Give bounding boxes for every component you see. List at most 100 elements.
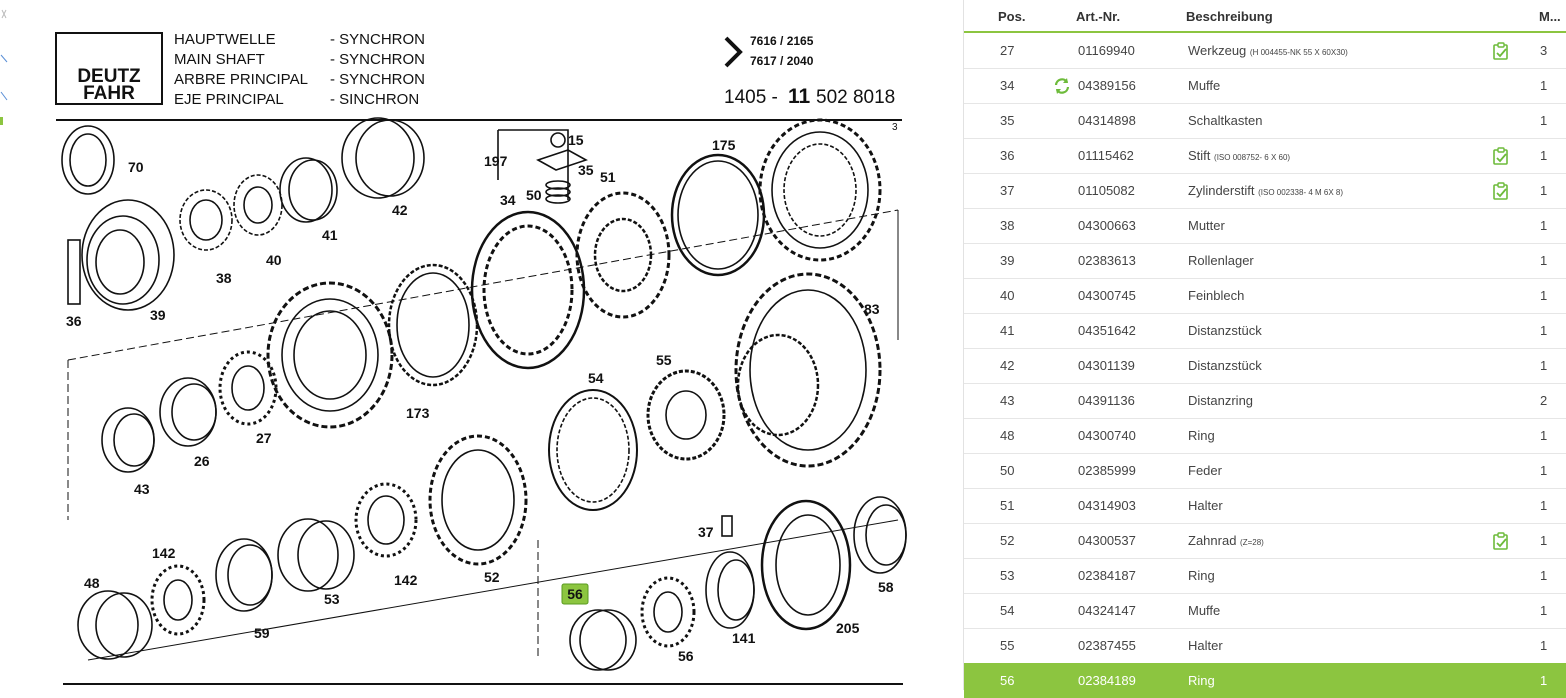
desc-text: Rollenlager <box>1188 253 1254 268</box>
callout-55: 55 <box>656 352 672 368</box>
desc-text: Feinblech <box>1188 288 1245 303</box>
desc-text: Stift <box>1188 148 1211 163</box>
part-code: 1405 - 11 502 8018 <box>724 85 895 108</box>
document-check-icon[interactable] <box>1492 147 1510 165</box>
cell-desc: Stift (ISO 008752- 6 X 60) <box>1188 148 1290 163</box>
cell-pos: 35 <box>1000 113 1015 128</box>
diagram-titles: HAUPTWELLE - SYNCHRON MAIN SHAFT - SYNCH… <box>174 31 425 108</box>
cell-art: 04300663 <box>1078 218 1136 233</box>
document-check-icon[interactable] <box>1492 532 1510 550</box>
document-check-icon[interactable] <box>1492 42 1510 60</box>
cell-desc: Distanzstück <box>1188 323 1262 338</box>
callout-15: 15 <box>568 132 584 148</box>
callout-205: 141 <box>732 630 756 646</box>
exploded-parts-diagram[interactable]: DEUTZ FAHR HAUPTWELLE - SYNCHRON MAIN SH… <box>8 0 960 690</box>
desc-note: (Z=28) <box>1240 538 1264 547</box>
cell-art: 04389156 <box>1078 78 1136 93</box>
callout-142b: 142 <box>394 572 418 588</box>
cell-art: 02383613 <box>1078 253 1136 268</box>
header-art[interactable]: Art.-Nr. <box>1076 9 1121 24</box>
cell-qty: 1 <box>1540 323 1548 338</box>
cell-pos: 50 <box>1000 463 1015 478</box>
cell-art: 02384187 <box>1078 568 1136 583</box>
callout-54: 54 <box>588 370 604 386</box>
cell-desc: Ring <box>1188 428 1215 443</box>
table-row[interactable]: 36 01115462 Stift (ISO 008752- 6 X 60) 1 <box>964 138 1566 174</box>
part-code-bold: 11 <box>788 85 811 108</box>
title-type-2: - SYNCHRON <box>330 51 425 68</box>
callout-175: 175 <box>712 137 736 153</box>
cell-pos: 54 <box>1000 603 1015 618</box>
callout-197: 197 <box>484 153 508 169</box>
cell-desc: Rollenlager <box>1188 253 1254 268</box>
table-row[interactable]: 54 04324147 Muffe 1 <box>964 593 1566 629</box>
table-row[interactable]: 50 02385999 Feder 1 <box>964 453 1566 489</box>
cell-desc: Feinblech <box>1188 288 1244 303</box>
document-check-icon[interactable] <box>1492 182 1510 200</box>
cell-art: 01105082 <box>1078 183 1135 198</box>
part-code-prefix: 1405 - <box>724 87 778 108</box>
desc-text: Zylinderstift <box>1188 183 1255 198</box>
header-pos[interactable]: Pos. <box>998 9 1026 24</box>
cell-desc: Muffe <box>1188 603 1220 618</box>
callout-56: 56 <box>567 586 583 602</box>
callout-173: 173 <box>406 405 430 421</box>
header-qty[interactable]: M... <box>1539 9 1561 24</box>
cell-pos: 40 <box>1000 288 1015 303</box>
cell-pos: 42 <box>1000 358 1015 373</box>
cell-qty: 1 <box>1540 428 1548 443</box>
title-name-3: ARBRE PRINCIPAL <box>174 71 308 88</box>
cell-art: 01115462 <box>1078 148 1134 163</box>
cell-desc: Werkzeug (H 004455-NK 55 X 60X30) <box>1188 43 1348 58</box>
header-desc[interactable]: Beschreibung <box>1186 9 1273 24</box>
callout-36: 36 <box>66 313 82 329</box>
highlighted-callout-56[interactable]: 56 <box>561 583 589 605</box>
cell-qty: 1 <box>1540 533 1548 548</box>
cell-art: 04324147 <box>1078 603 1136 618</box>
cell-pos: 36 <box>1000 148 1015 163</box>
callout-43b: 59 <box>254 625 270 641</box>
callout-38: 38 <box>216 270 232 286</box>
cell-desc: Distanzring <box>1188 393 1253 408</box>
callout-43: 43 <box>134 481 150 497</box>
cell-qty: 1 <box>1540 253 1548 268</box>
chevron-icon <box>724 36 743 68</box>
callout-41: 41 <box>322 227 338 243</box>
part-code-suffix: 502 8018 <box>816 87 895 108</box>
desc-text: Feder <box>1188 463 1222 478</box>
desc-note: (ISO 002338- 4 M 6X 8) <box>1258 188 1344 197</box>
cell-pos: 27 <box>1000 43 1015 58</box>
cell-art: 02385999 <box>1078 463 1136 478</box>
callout-labels: 70 42 41 40 38 36 39 197 15 35 34 50 51 … <box>66 132 894 664</box>
cell-art: 04314903 <box>1078 498 1136 513</box>
cell-qty: 1 <box>1540 603 1548 618</box>
sync-icon[interactable] <box>1053 77 1071 95</box>
cell-qty: 1 <box>1540 148 1548 163</box>
logo-line2: FAHR <box>83 83 135 104</box>
cell-qty: 3 <box>1540 43 1548 58</box>
desc-text: Halter <box>1188 498 1223 513</box>
callout-142: 142 <box>152 545 176 561</box>
desc-text: Muffe <box>1188 603 1221 618</box>
table-header: Pos. Art.-Nr. Beschreibung M... <box>964 0 1566 33</box>
cell-qty: 1 <box>1540 463 1548 478</box>
cell-art: 04300745 <box>1078 288 1136 303</box>
cell-pos: 38 <box>1000 218 1015 233</box>
cell-qty: 1 <box>1540 498 1548 513</box>
